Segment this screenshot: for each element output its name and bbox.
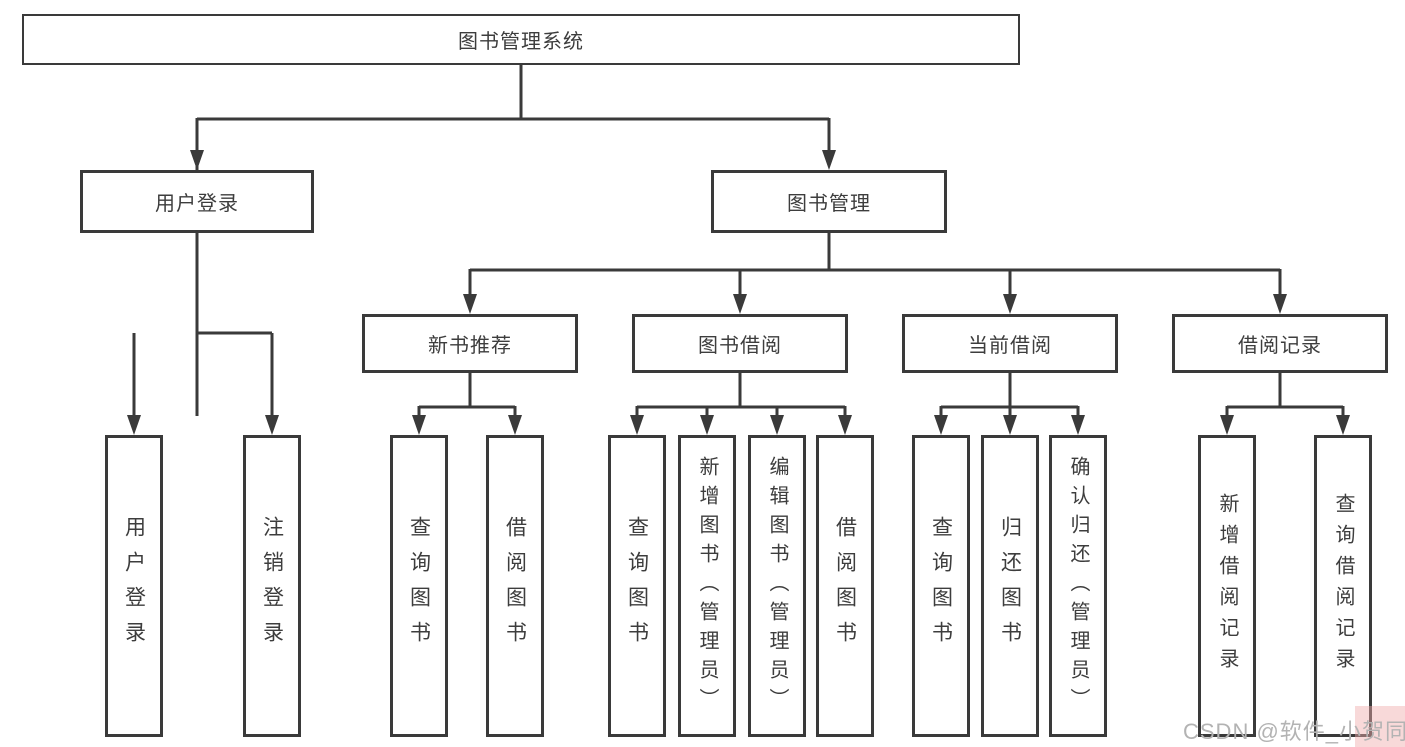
arrow-down-icon [508,415,522,435]
arrow-down-icon [822,150,836,170]
corner-tint-decoration [1355,706,1405,747]
arrow-down-icon [934,415,948,435]
connector-bookmgmt-to-level3 [468,233,1282,298]
arrow-down-icon [265,415,279,435]
leaf-borrow-books-borrowing: 借阅图书 [816,435,874,737]
node-label: 查询借阅记录 [1332,493,1354,679]
arrow-down-icon [733,294,747,314]
leaf-query-borrow-record: 查询借阅记录 [1314,435,1372,737]
node-label: 归还图书 [998,516,1022,656]
node-user-login: 用户登录 [80,170,314,233]
csdn-watermark: CSDN @软件_小贺同学 [1183,719,1405,744]
node-label: 注销登录 [260,516,284,656]
node-current-borrowing: 当前借阅 [902,314,1118,373]
node-root-system: 图书管理系统 [22,14,1020,65]
arrow-down-icon [770,415,784,435]
arrow-down-icon [412,415,426,435]
node-label: 编辑图书（管理员） [766,455,788,717]
arrow-down-icon [463,294,477,314]
node-label: 查询图书 [407,516,431,656]
arrow-down-icon [1003,415,1017,435]
connector-borrowrecord-to-leaves [1225,373,1345,418]
arrow-down-icon [1273,294,1287,314]
node-book-management: 图书管理 [711,170,947,233]
connector-bookborrow-to-leaves [635,373,847,418]
node-label: 借阅图书 [833,516,857,656]
node-label: 图书借阅 [698,335,782,357]
node-label: 查询图书 [625,516,649,656]
leaf-edit-book-admin: 编辑图书（管理员） [748,435,806,737]
leaf-add-book-admin: 新增图书（管理员） [678,435,736,737]
leaf-query-books-borrowing: 查询图书 [608,435,666,737]
node-label: 当前借阅 [968,335,1052,357]
leaf-add-borrow-record: 新增借阅记录 [1198,435,1256,737]
node-label: 新增图书（管理员） [696,455,718,717]
arrow-down-icon [127,415,141,435]
node-label: 新书推荐 [428,335,512,357]
leaf-query-books-current: 查询图书 [912,435,970,737]
node-label: 图书管理系统 [458,31,584,53]
node-label: 借阅记录 [1238,335,1322,357]
node-new-book-recommendation: 新书推荐 [362,314,578,373]
connector-root-to-level2 [195,65,831,416]
leaf-return-book: 归还图书 [981,435,1039,737]
node-book-borrowing: 图书借阅 [632,314,848,373]
node-borrowing-records: 借阅记录 [1172,314,1388,373]
arrow-down-icon [1003,294,1017,314]
arrow-down-icon [700,415,714,435]
arrow-down-icon [190,150,204,170]
leaf-query-books-recommend: 查询图书 [390,435,448,737]
arrowheads [127,150,1350,435]
node-label: 用户登录 [122,516,146,656]
node-label: 确认归还（管理员） [1067,455,1089,717]
arrow-down-icon [630,415,644,435]
node-label: 图书管理 [787,193,871,215]
arrow-down-icon [838,415,852,435]
arrow-down-icon [1220,415,1234,435]
arrow-down-icon [1336,415,1350,435]
node-label: 用户登录 [155,193,239,215]
connector-newbook-to-leaves [417,373,517,418]
leaf-user-login: 用户登录 [105,435,163,737]
connector-currentborrow-to-leaves [939,373,1080,418]
leaf-logout: 注销登录 [243,435,301,737]
connector-userlogin-to-leaves [132,331,274,417]
node-label: 查询图书 [929,516,953,656]
node-label: 新增借阅记录 [1216,493,1238,679]
leaf-borrow-books-recommend: 借阅图书 [486,435,544,737]
leaf-confirm-return-admin: 确认归还（管理员） [1049,435,1107,737]
arrow-down-icon [1071,415,1085,435]
node-label: 借阅图书 [503,516,527,656]
